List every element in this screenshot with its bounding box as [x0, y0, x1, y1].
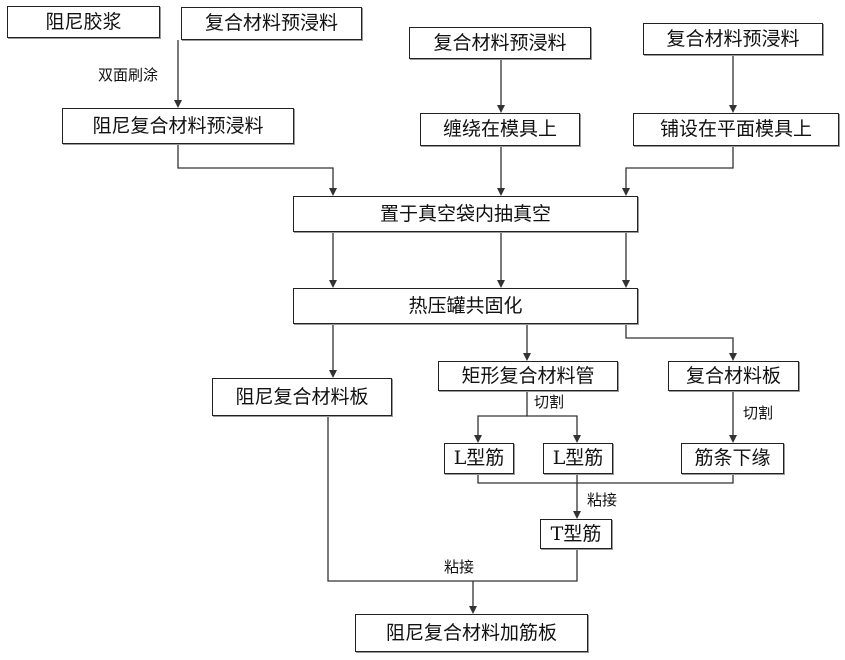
box-prepreg-3: 复合材料预浸料	[643, 23, 823, 55]
arrowhead	[497, 188, 505, 196]
label-double-brush: 双面刷涂	[98, 68, 158, 83]
box-rib-flange: 筋条下缘	[681, 443, 784, 474]
arrowhead	[573, 435, 581, 443]
box-autoclave: 热压罐共固化	[293, 288, 638, 324]
edge-rect-tube-to-l-rib-2	[527, 416, 577, 441]
edge-rect-tube-to-l-ribs	[478, 391, 527, 441]
arrowhead	[174, 100, 182, 108]
box-lay-flat-mold: 铺设在平面模具上	[633, 113, 839, 146]
arrowhead	[622, 188, 630, 196]
edge-damping-prepreg-to-vacuum	[178, 144, 333, 194]
arrowhead	[729, 435, 737, 443]
arrowhead	[474, 435, 482, 443]
arrowhead	[469, 606, 477, 614]
edge-merge-to-t-rib	[478, 474, 733, 483]
arrowhead	[622, 280, 630, 288]
box-final-product: 阻尼复合材料加筋板	[355, 614, 588, 652]
box-composite-plate: 复合材料板	[668, 361, 799, 391]
edge-lay-to-vacuum	[626, 146, 733, 194]
box-damping-prepreg: 阻尼复合材料预浸料	[62, 108, 294, 144]
box-vacuum-bag: 置于真空袋内抽真空	[293, 196, 638, 232]
arrowhead	[729, 105, 737, 113]
box-l-rib-2: L型筋	[543, 443, 613, 474]
arrowhead	[573, 511, 581, 519]
arrowhead	[497, 280, 505, 288]
edge-damping-plate-to-final	[328, 416, 577, 581]
box-prepreg-1: 复合材料预浸料	[181, 7, 362, 40]
box-rect-tube: 矩形复合材料管	[438, 361, 618, 391]
label-cut-2: 切割	[743, 406, 773, 421]
box-l-rib-1: L型筋	[444, 443, 514, 474]
box-damping-glue: 阻尼胶浆	[7, 6, 160, 38]
arrowhead	[329, 370, 337, 378]
box-t-rib: T型筋	[540, 519, 612, 549]
arrowhead	[329, 280, 337, 288]
label-bond-1: 粘接	[587, 493, 617, 508]
arrowhead	[497, 105, 505, 113]
arrowhead	[729, 353, 737, 361]
box-damping-plate: 阻尼复合材料板	[212, 378, 392, 416]
edge-autoclave-to-composite-plate	[626, 324, 733, 359]
label-bond-2: 粘接	[444, 560, 474, 575]
label-cut-1: 切割	[534, 395, 564, 410]
box-prepreg-2: 复合材料预浸料	[409, 27, 591, 59]
arrowhead	[329, 188, 337, 196]
box-wind-on-mold: 缠绕在模具上	[420, 113, 580, 146]
arrowhead	[523, 353, 531, 361]
